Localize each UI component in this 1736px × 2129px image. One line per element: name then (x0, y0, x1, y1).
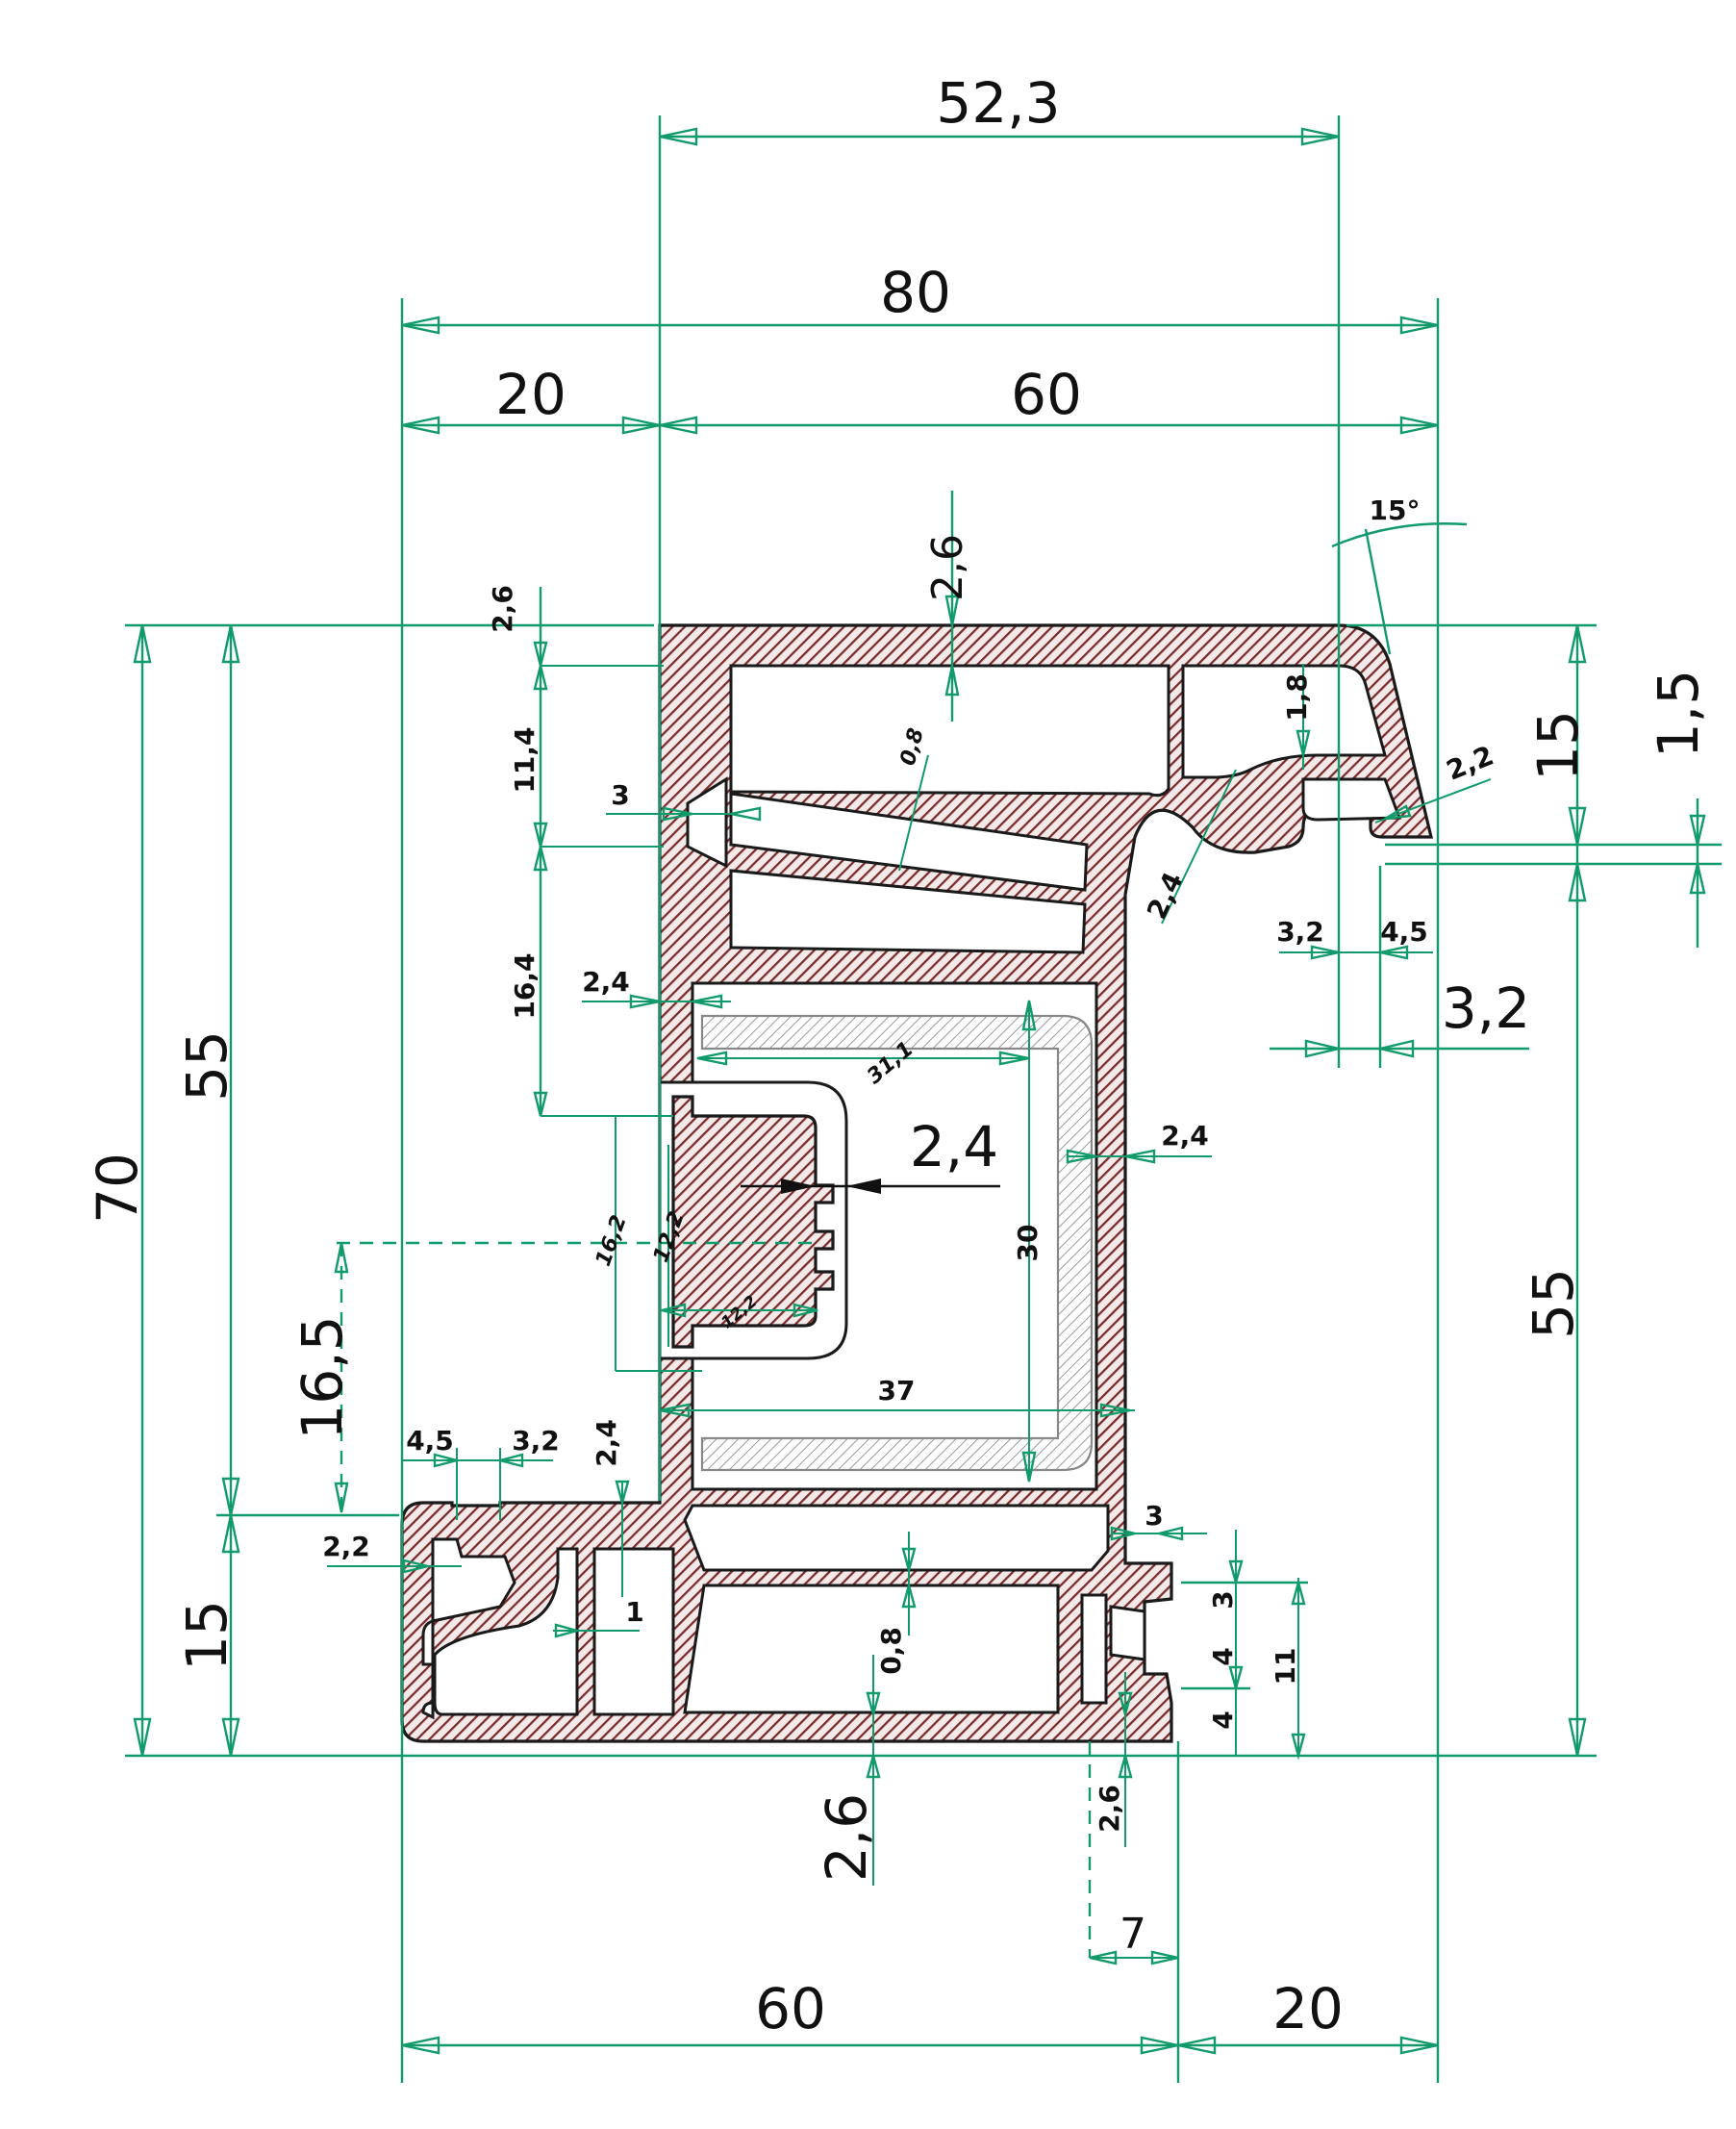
label-4-b: 4 (1207, 1711, 1239, 1729)
profile-section (400, 623, 1434, 1743)
label-2-4-diag: 2,4 (1141, 868, 1190, 925)
label-2-4-left: 2,4 (582, 966, 630, 998)
steel-reinforcement (700, 1014, 1094, 1472)
dimension-lines (125, 115, 1722, 2083)
label-1-5: 1,5 (1646, 670, 1711, 758)
label-0-8-bottom: 0,8 (875, 1627, 907, 1675)
label-30: 30 (1012, 1225, 1044, 1262)
label-3-2-small: 3,2 (1276, 916, 1324, 948)
label-11: 11 (1270, 1648, 1301, 1685)
cavity-bottom-right-slot (1109, 1605, 1146, 1661)
cavity-wedge-3 (686, 776, 728, 869)
label-1-8: 1,8 (1281, 673, 1313, 722)
label-4-5-bottom: 4,5 (406, 1425, 454, 1457)
label-2-2-bottom: 2,2 (322, 1531, 370, 1562)
label-52-3: 52,3 (936, 70, 1060, 136)
cavity-bottom-left (433, 1547, 579, 1716)
label-3-v: 3 (1207, 1590, 1239, 1609)
label-2-6-bottom-left: 2,6 (814, 1793, 879, 1882)
label-16-2: 16,2 (591, 1212, 632, 1270)
label-4-a: 4 (1207, 1647, 1239, 1665)
label-16-5: 16,5 (289, 1315, 355, 1439)
cavity-wedge-2 (729, 869, 1087, 954)
cavity-top-left (729, 664, 1170, 798)
cavity-top-slot (1301, 777, 1402, 822)
label-60-bottom: 60 (755, 1976, 826, 2041)
label-15-deg: 15° (1370, 494, 1421, 526)
label-55-right: 55 (1521, 1268, 1586, 1339)
groove-inner-wall (671, 1095, 835, 1349)
label-55-left: 55 (174, 1030, 239, 1102)
cavity-bottom-right (1080, 1593, 1108, 1705)
label-1: 1 (625, 1596, 643, 1628)
label-4-5-right: 4,5 (1380, 916, 1428, 948)
label-60-top: 60 (1011, 362, 1082, 427)
label-3-2-big: 3,2 (1442, 976, 1530, 1041)
cavity-top-right (1181, 664, 1387, 779)
cavity-bottom-upper (683, 1504, 1110, 1572)
label-20-top: 20 (495, 362, 566, 427)
label-3-2-bottom: 3,2 (512, 1425, 560, 1457)
label-2-6-top: 2,6 (923, 534, 972, 601)
label-7: 7 (1120, 1910, 1146, 1959)
label-2-6-left: 2,6 (487, 585, 518, 633)
label-2-6-bottom-right: 2,6 (1094, 1785, 1125, 1833)
label-15-right: 15 (1525, 710, 1591, 781)
label-3-bottom-right: 3 (1145, 1500, 1163, 1532)
label-70: 70 (85, 1153, 150, 1224)
dimension-labels: 52,3 80 20 60 2,6 15° 2,6 11,4 3 0,8 1,8… (85, 70, 1711, 2041)
label-2-4-bottom-v: 2,4 (591, 1419, 622, 1467)
cavity-wedge-1 (729, 792, 1089, 892)
label-11-4: 11,4 (509, 726, 541, 793)
label-15-left-bottom: 15 (174, 1600, 239, 1671)
label-2-4-right-inner: 2,4 (1161, 1120, 1209, 1152)
label-20-bottom: 20 (1272, 1976, 1344, 2041)
label-37: 37 (878, 1375, 916, 1407)
cavity-bottom-lower (683, 1584, 1060, 1714)
label-16-4: 16,4 (509, 952, 541, 1019)
label-3-left: 3 (611, 779, 629, 811)
label-2-4-center: 2,4 (910, 1114, 998, 1179)
label-80: 80 (880, 260, 951, 325)
